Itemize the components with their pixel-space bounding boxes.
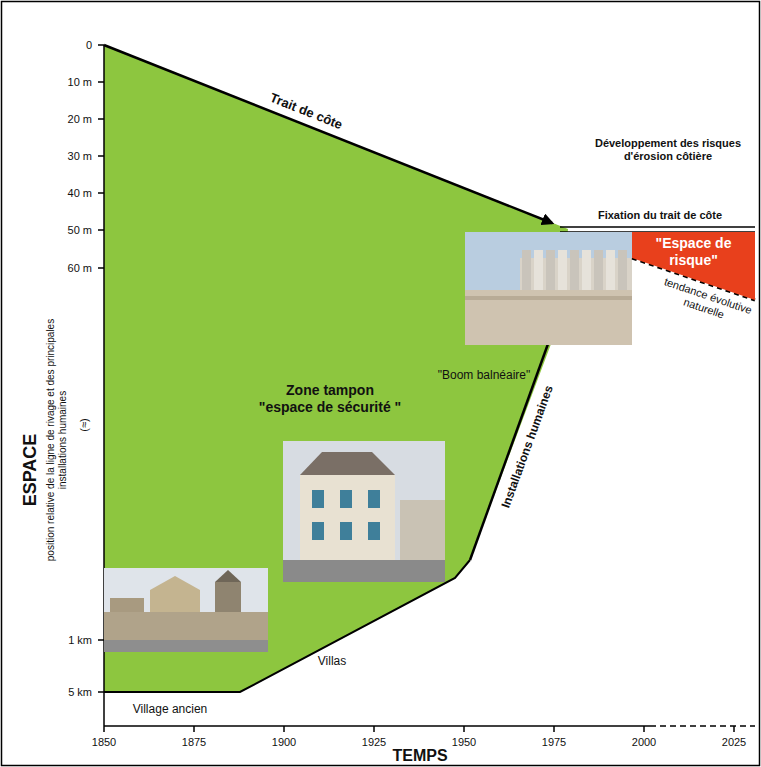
villas-photo: [283, 441, 445, 582]
coastline-arrow: [104, 45, 552, 223]
axis-tick-label: 2000: [632, 736, 656, 749]
annotation: ESPACE: [20, 434, 41, 507]
settlement-arrow: [470, 330, 553, 560]
annotation: Développement des risques d'érosion côti…: [581, 137, 756, 162]
village-photo: [104, 568, 268, 652]
x-axis: [104, 725, 650, 727]
fixed-line: [560, 226, 755, 228]
zone-text: Zone tampon: [225, 382, 435, 399]
annotation: Villas: [318, 655, 346, 669]
axis-tick-label: 20 m: [68, 113, 92, 126]
axis-tick-label: 1925: [362, 736, 386, 749]
buffer-zone: [104, 45, 568, 692]
risk-zone: "Espace de risque": [632, 232, 755, 300]
annotation: Fixation du trait de côte: [598, 209, 722, 222]
x-axis-future: [650, 725, 755, 727]
axis-tick-label: 1 km: [68, 634, 92, 647]
axis-tick-label: 2025: [722, 736, 746, 749]
axis-tick-label: 40 m: [68, 187, 92, 200]
axis-tick-label: 1850: [92, 736, 116, 749]
axis-tick-label: (≈): [78, 418, 91, 431]
axis-tick-label: 5 km: [68, 686, 92, 699]
annotation: Village ancien: [133, 703, 208, 717]
axis-tick-label: 0: [86, 39, 92, 52]
axis-tick-label: 10 m: [68, 76, 92, 89]
axis-tick-label: 1975: [542, 736, 566, 749]
zone-text: "espace de sécurité ": [225, 399, 435, 416]
seafront-photo: [465, 232, 632, 345]
buffer-zone-label: Zone tampon"espace de sécurité ": [225, 378, 435, 420]
axis-tick-label: 60 m: [68, 262, 92, 275]
annotation: TEMPS: [392, 747, 447, 765]
settlement-line: [104, 560, 470, 692]
zone-text: "Espace de risque": [632, 235, 755, 269]
annotation: "Boom balnéaire": [438, 369, 531, 383]
axis-tick-label: 1950: [452, 736, 476, 749]
axis-tick-label: 30 m: [68, 150, 92, 163]
axis-tick-label: 50 m: [68, 224, 92, 237]
annotation: position relative de la ligne de rivage …: [45, 300, 68, 580]
axis-tick-label: 1900: [272, 736, 296, 749]
axis-tick-label: 1875: [182, 736, 206, 749]
